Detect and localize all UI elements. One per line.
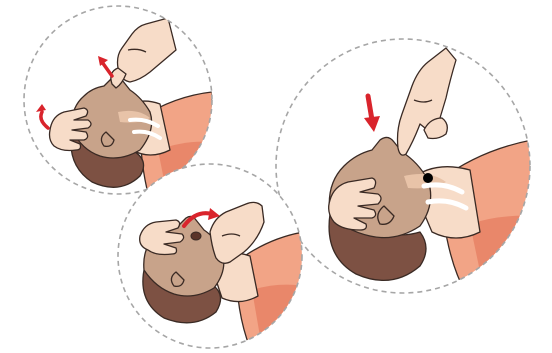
pressure-point-dot (423, 173, 433, 183)
shirt-shadow (252, 285, 304, 348)
rotate-arrow-icon (36, 104, 48, 128)
up-arrow-icon (98, 56, 112, 76)
panel-press-point (276, 39, 540, 300)
hand-chin (118, 18, 177, 82)
down-arrow-icon (364, 96, 380, 132)
mouth (191, 232, 201, 240)
